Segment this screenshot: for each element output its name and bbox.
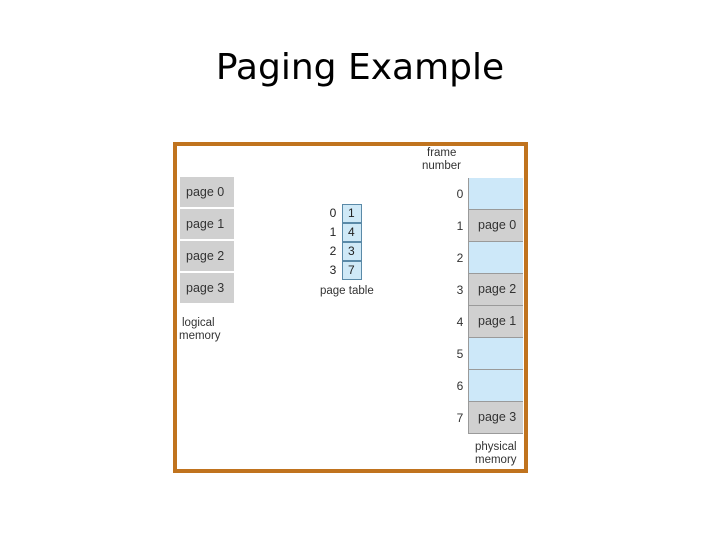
page-table-entry-1: 4	[342, 223, 362, 242]
physical-memory-caption-line1: physical	[475, 441, 517, 453]
physical-frame-3: page 2	[468, 274, 523, 306]
physical-frame-1: page 0	[468, 210, 523, 242]
physical-frame-2	[468, 242, 523, 274]
paging-diagram: page 0 page 1 page 2 page 3 logical memo…	[173, 142, 528, 473]
logical-page-3: page 3	[180, 273, 234, 304]
physical-frame-5	[468, 338, 523, 370]
frame-number-6: 6	[456, 379, 464, 393]
logical-page-2: page 2	[180, 241, 234, 272]
logical-memory-caption-line2: memory	[179, 330, 221, 342]
frame-number-0: 0	[456, 187, 464, 201]
page-table-index-1: 1	[329, 225, 337, 239]
logical-memory-caption-line1: logical	[182, 317, 215, 329]
page-table-entry-3: 7	[342, 261, 362, 280]
frame-number-header-line1: frame	[427, 147, 457, 159]
physical-memory-caption-line2: memory	[475, 454, 517, 466]
frame-number-header-line2: number	[422, 160, 461, 172]
page-table-index-2: 2	[329, 244, 337, 258]
frame-number-5: 5	[456, 347, 464, 361]
frame-number-2: 2	[456, 251, 464, 265]
physical-frame-6	[468, 370, 523, 402]
logical-page-1: page 1	[180, 209, 234, 240]
physical-frame-0	[468, 178, 523, 210]
page-table-caption: page table	[320, 285, 374, 297]
frame-number-4: 4	[456, 315, 464, 329]
frame-number-1: 1	[456, 219, 464, 233]
page-table-index-0: 0	[329, 206, 337, 220]
frame-number-7: 7	[456, 411, 464, 425]
physical-frame-4: page 1	[468, 306, 523, 338]
logical-page-0: page 0	[180, 177, 234, 208]
page-table-entry-2: 3	[342, 242, 362, 261]
slide-title: Paging Example	[215, 47, 505, 88]
frame-number-3: 3	[456, 283, 464, 297]
physical-frame-7: page 3	[468, 402, 523, 434]
page-table-index-3: 3	[329, 263, 337, 277]
page-table-entry-0: 1	[342, 204, 362, 223]
